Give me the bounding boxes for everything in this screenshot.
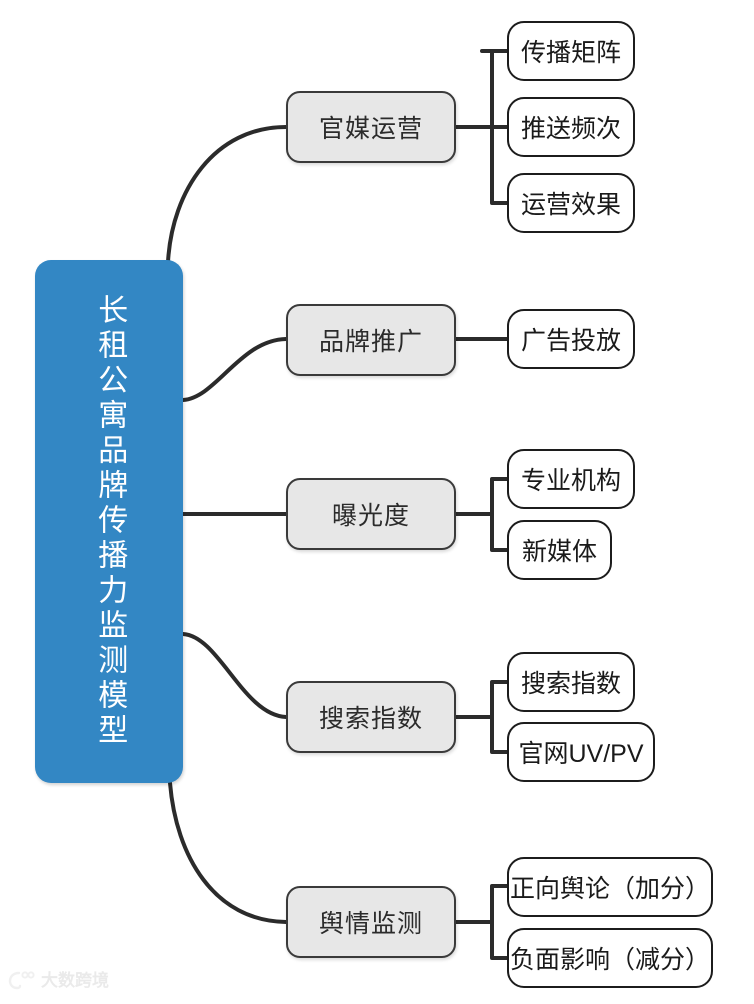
edge-branch-3-child-1 — [490, 742, 509, 754]
branch-node-4-label: 舆情监测 — [318, 910, 423, 938]
edge-branch-0-corner-top — [492, 51, 501, 60]
leaf-node-3-1-label: 官网UV/PV — [518, 740, 644, 768]
leaf-node-3-1[interactable]: 官网UV/PV — [507, 722, 655, 782]
leaf-node-0-1-label: 推送频次 — [520, 115, 621, 143]
leaf-node-0-0[interactable]: 传播矩阵 — [507, 21, 635, 81]
edge-branch-2-child-0 — [490, 477, 509, 489]
root-node[interactable]: 长租公寓品牌传播力监测模型 — [35, 260, 183, 783]
leaf-node-4-1-label: 负面影响（减分） — [509, 946, 710, 974]
edge-root-to-branch-0 — [166, 125, 288, 264]
branch-node-3-label: 搜索指数 — [318, 705, 423, 733]
edge-branch-4-child-0 — [490, 884, 509, 897]
edge-branch-0-child-2 — [490, 192, 509, 205]
leaf-node-2-0-label: 专业机构 — [520, 467, 621, 495]
leaf-node-4-1[interactable]: 负面影响（减分） — [507, 928, 713, 988]
edge-branch-2-child-1 — [490, 539, 509, 552]
branch-node-1[interactable]: 品牌推广 — [286, 304, 456, 376]
edge-branch-4-child-1 — [490, 947, 509, 960]
leaf-node-0-2-label: 运营效果 — [520, 191, 621, 219]
leaf-node-0-0-label: 传播矩阵 — [520, 39, 621, 67]
leaf-node-2-0[interactable]: 专业机构 — [507, 449, 635, 509]
branch-node-2-label: 曝光度 — [331, 502, 410, 530]
leaf-node-3-0[interactable]: 搜索指数 — [507, 652, 635, 712]
branch-node-0-label: 官媒运营 — [318, 115, 423, 143]
branch-node-0[interactable]: 官媒运营 — [286, 91, 456, 163]
leaf-node-0-1[interactable]: 推送频次 — [507, 97, 635, 157]
brand-logo-icon — [8, 971, 35, 990]
branch-node-3[interactable]: 搜索指数 — [286, 681, 456, 753]
edge-branch-3-child-0 — [490, 680, 509, 692]
branch-node-4[interactable]: 舆情监测 — [286, 886, 456, 958]
leaf-node-3-0-label: 搜索指数 — [520, 670, 621, 698]
watermark: 大数跨境 — [8, 970, 109, 990]
leaf-node-2-1[interactable]: 新媒体 — [507, 520, 612, 580]
leaf-node-1-0-label: 广告投放 — [520, 327, 621, 355]
edge-branch-0-child-0 — [480, 49, 494, 62]
root-node-label: 长租公寓品牌传播力监测模型 — [93, 294, 127, 749]
watermark-text: 大数跨境 — [41, 970, 109, 990]
edge-root-to-branch-1 — [181, 337, 288, 402]
leaf-node-4-0-label: 正向舆论（加分） — [509, 875, 710, 903]
branch-node-2[interactable]: 曝光度 — [286, 478, 456, 550]
branch-node-1-label: 品牌推广 — [318, 328, 423, 356]
edge-root-to-branch-3 — [181, 632, 288, 719]
leaf-node-1-0[interactable]: 广告投放 — [507, 309, 635, 369]
leaf-node-0-2[interactable]: 运营效果 — [507, 173, 635, 233]
leaf-node-2-1-label: 新媒体 — [521, 538, 597, 566]
leaf-node-4-0[interactable]: 正向舆论（加分） — [507, 857, 713, 917]
edge-root-to-branch-4 — [168, 781, 288, 924]
